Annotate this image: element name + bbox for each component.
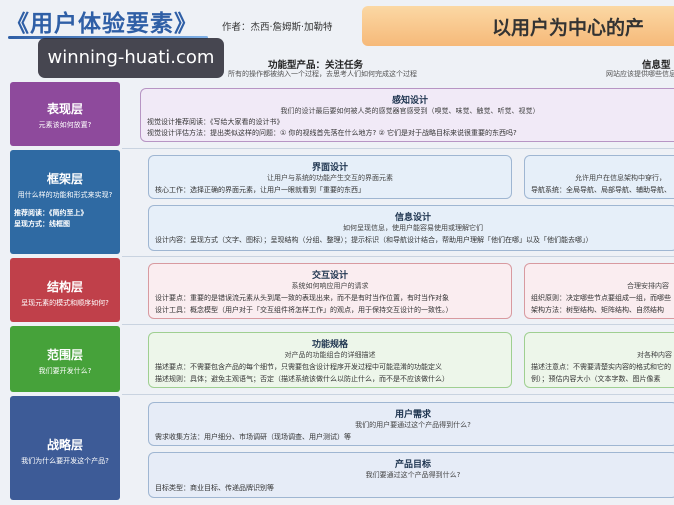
card-product-goals: 产品目标 我们要通过这个产品得到什么? 目标类型：商业目标、传递品牌识别等: [148, 452, 674, 498]
layer-name: 范围层: [46, 348, 83, 362]
card-interaction-design: 交互设计 系统如何响应用户的请求 设计要点：重要的是错误流元素从头到尾一致的表现…: [148, 263, 512, 319]
card-line: 设计工具：概念模型（用户对于「交互组件将怎样工作」的观点，用于保持交互设计的一致…: [155, 306, 453, 314]
row-divider: [122, 394, 674, 395]
card-title: 界面设计: [311, 163, 348, 173]
layer-format: 呈现方式：线框图: [14, 219, 70, 228]
author-line: 作者：杰西·詹姆斯·加勒特: [222, 22, 333, 33]
layer-name: 表现层: [46, 102, 83, 116]
layer-question: 元素该如何放置?: [38, 121, 92, 129]
card-line: 核心工作：选择正确的界面元素，让用户一眼就看到「重要的东西」: [155, 186, 365, 194]
card-line: 例）；预估内容大小（文本字数、图片像素: [531, 375, 661, 383]
right-column-head: 信息型: [642, 60, 671, 71]
card-title: 功能规格: [311, 340, 348, 350]
card-perception-design: 感知设计 我们的设计最后要如何被人类的感觉器官感受到（嗅觉、味觉、触觉、听觉、视…: [140, 88, 674, 142]
card-subtitle: 合理安排内容: [627, 282, 669, 290]
card-subtitle: 我们要通过这个产品得到什么?: [365, 471, 461, 479]
card-subtitle: 我们的设计最后要如何被人类的感觉器官感受到（嗅觉、味觉、触觉、听觉、视觉）: [280, 107, 540, 115]
layer-name: 战略层: [46, 438, 83, 452]
card-line: 描述要点：不需要包含产品的每个细节，只需要包含设计程序开发过程中可能混淆的功能定…: [155, 363, 442, 371]
layer-strategy: 战略层 我们为什么要开发这个产品?: [10, 396, 120, 500]
layer-question: 我们要开发什么?: [38, 367, 92, 375]
card-information-design: 信息设计 如何呈现信息，使用户能容易使用或理解它们 设计内容：呈现方式（文字、图…: [148, 205, 674, 251]
card-title: 感知设计: [391, 96, 428, 106]
layer-structure: 结构层 呈现元素的模式和顺序如何?: [10, 258, 120, 322]
card-subtitle: 对产品的功能组合的详细描述: [284, 351, 376, 359]
layer-question: 呈现元素的模式和顺序如何?: [21, 299, 109, 307]
card-title: 用户需求: [394, 410, 431, 420]
card-line: 描述规则：具体；避免主观语气；否定（描述系统该做什么以防止什么，而不是不应该做什…: [155, 375, 449, 383]
card-navigation-design: 允许用户在信息架构中穿行， 导航系统：全局导航、局部导航、辅助导航、: [524, 155, 674, 199]
card-line: 设计要点：重要的是错误流元素从头到尾一致的表现出来，而不是有时当作位置，有时当作…: [155, 294, 449, 302]
card-subtitle: 对各种内容: [637, 351, 672, 359]
banner-text: 以用户为中心的产: [492, 17, 645, 39]
watermark: winning-huati.com: [38, 38, 224, 78]
card-interface-design: 界面设计 让用户与系统的功能产生交互的界面元素 核心工作：选择正确的界面元素，让…: [148, 155, 512, 199]
card-subtitle: 系统如何响应用户的请求: [291, 282, 369, 290]
banner: 以用户为中心的产: [362, 6, 674, 46]
card-subtitle: 允许用户在信息架构中穿行，: [575, 174, 666, 182]
right-column-sub: 网站应该提供哪些信息: [606, 70, 674, 78]
left-column-sub: 所有的操作都被纳入一个过程，去思考人们如何完成这个过程: [228, 70, 417, 78]
layer-surface: 表现层 元素该如何放置?: [10, 82, 120, 146]
card-title: 产品目标: [394, 460, 431, 470]
card-subtitle: 如何呈现信息，使用户能容易使用或理解它们: [343, 224, 483, 232]
card-line: 描述注意点：不需要清楚实内容的格式和它的: [531, 363, 671, 371]
card-subtitle: 让用户与系统的功能产生交互的界面元素: [267, 174, 393, 182]
card-title: 信息设计: [394, 213, 431, 223]
card-content-requirements: 对各种内容 描述注意点：不需要清楚实内容的格式和它的 例）；预估内容大小（文本字…: [524, 332, 674, 388]
card-line: 目标类型：商业目标、传递品牌识别等: [155, 484, 274, 492]
card-user-needs: 用户需求 我们的用户要通过这个产品得到什么? 需求收集方法：用户细分、市场调研（…: [148, 402, 674, 446]
page-title: 《用户体验要素》: [6, 11, 198, 37]
layer-scope: 范围层 我们要开发什么?: [10, 326, 120, 392]
card-line: 导航系统：全局导航、局部导航、辅助导航、: [531, 186, 671, 194]
layer-reading: 推荐阅读：《简约至上》: [14, 209, 88, 218]
layer-name: 结构层: [46, 280, 83, 294]
layer-skeleton: 框架层 用什么样的功能和形式来实现? 推荐阅读：《简约至上》 呈现方式：线框图: [10, 150, 120, 254]
layer-question: 用什么样的功能和形式来实现?: [17, 191, 113, 199]
card-subtitle: 我们的用户要通过这个产品得到什么?: [355, 421, 471, 429]
card-line: 组织原则：决定哪些节点要组成一组，而哪些: [531, 294, 671, 302]
title-underline: [8, 36, 208, 39]
row-divider: [122, 256, 674, 257]
layer-name: 框架层: [46, 172, 83, 186]
card-line: 视觉设计推荐阅读：《写给大家看的设计书》: [147, 118, 284, 126]
card-line: 设计内容：呈现方式（文字、图标）；呈现结构（分组、整理）；提示标识（和导航设计结…: [155, 236, 593, 244]
card-line: 架构方法：树型结构、矩阵结构、自然结构: [531, 306, 664, 314]
row-divider: [122, 324, 674, 325]
card-title: 交互设计: [311, 271, 348, 281]
layer-question: 我们为什么要开发这个产品?: [21, 457, 109, 465]
left-column-head: 功能型产品：关注任务: [268, 60, 364, 71]
row-divider: [122, 148, 674, 149]
card-functional-spec: 功能规格 对产品的功能组合的详细描述 描述要点：不需要包含产品的每个细节，只需要…: [148, 332, 512, 388]
card-information-architecture: 合理安排内容 组织原则：决定哪些节点要组成一组，而哪些 架构方法：树型结构、矩阵…: [524, 263, 674, 319]
card-line: 需求收集方法：用户细分、市场调研（现场调查、用户测试）等: [155, 433, 351, 441]
card-line: 视觉设计评估方法：提出类似这样的问题：① 你的视线首先落在什么地方? ② 它们是…: [147, 129, 517, 137]
